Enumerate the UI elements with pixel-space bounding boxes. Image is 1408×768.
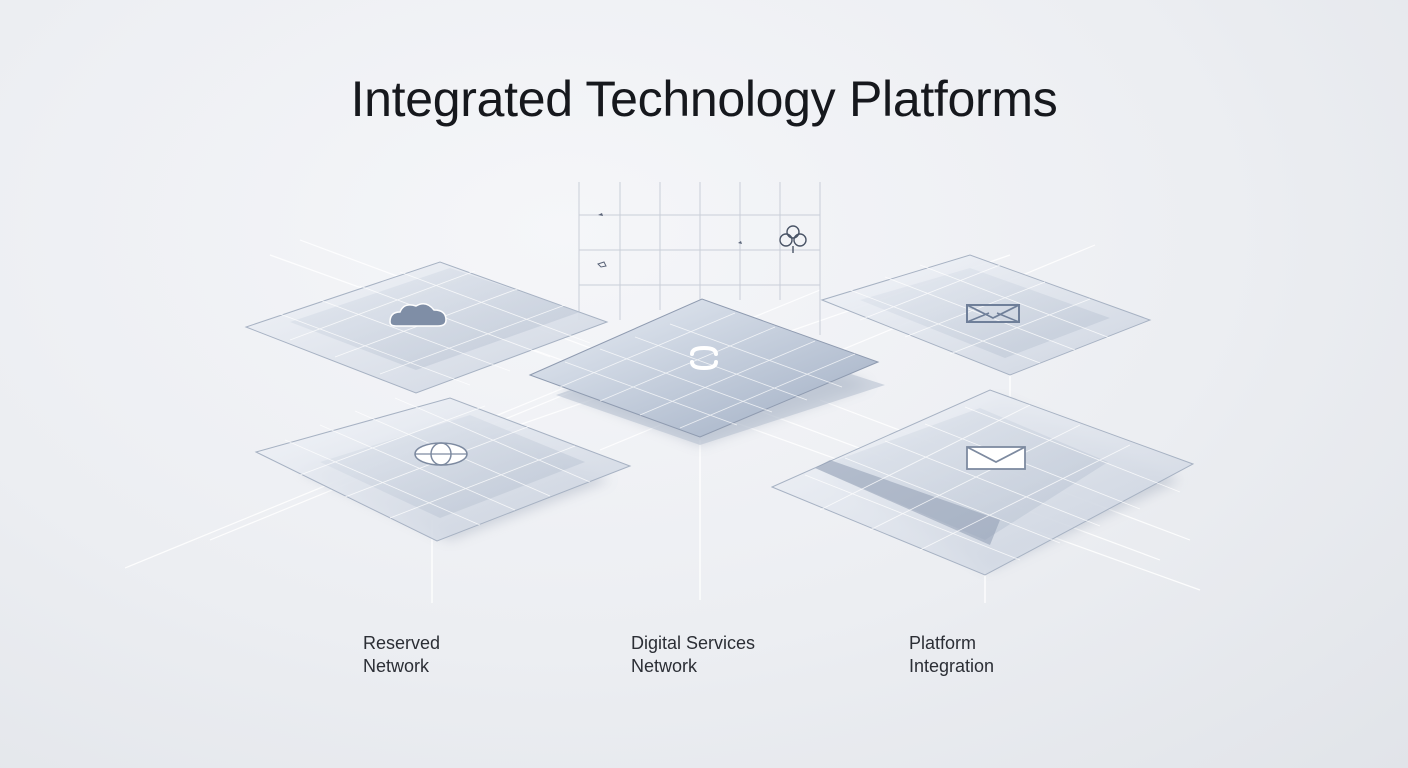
envelope-outline-icon — [966, 304, 1020, 323]
cloud-icon — [389, 303, 447, 327]
caption-digital-services-network: Digital Services Network — [631, 632, 755, 678]
caption-line: Network — [631, 656, 698, 676]
platform-top-right — [820, 254, 1152, 376]
caption-line: Network — [363, 656, 430, 676]
caption-line: Digital Services — [631, 633, 756, 653]
caption-platform-integration: Platform Integration — [909, 632, 994, 678]
platform-center — [528, 298, 885, 445]
caption-reserved-network: Reserved Network — [363, 632, 440, 678]
globe-icon — [414, 442, 468, 466]
platform-bottom-right — [770, 389, 1195, 576]
platform-top-left — [244, 261, 609, 394]
link-icon — [690, 345, 718, 371]
envelope-icon — [966, 446, 1026, 470]
flower-network-icon — [779, 225, 807, 253]
platform-bottom-left — [254, 397, 632, 542]
vertical-grid — [578, 182, 821, 335]
caption-line: Integration — [909, 656, 995, 676]
caption-line: Reserved — [363, 633, 441, 653]
caption-line: Platform — [909, 633, 977, 653]
small-glyph-icon — [597, 213, 742, 268]
page-title: Integrated Technology Platforms — [350, 71, 1058, 127]
